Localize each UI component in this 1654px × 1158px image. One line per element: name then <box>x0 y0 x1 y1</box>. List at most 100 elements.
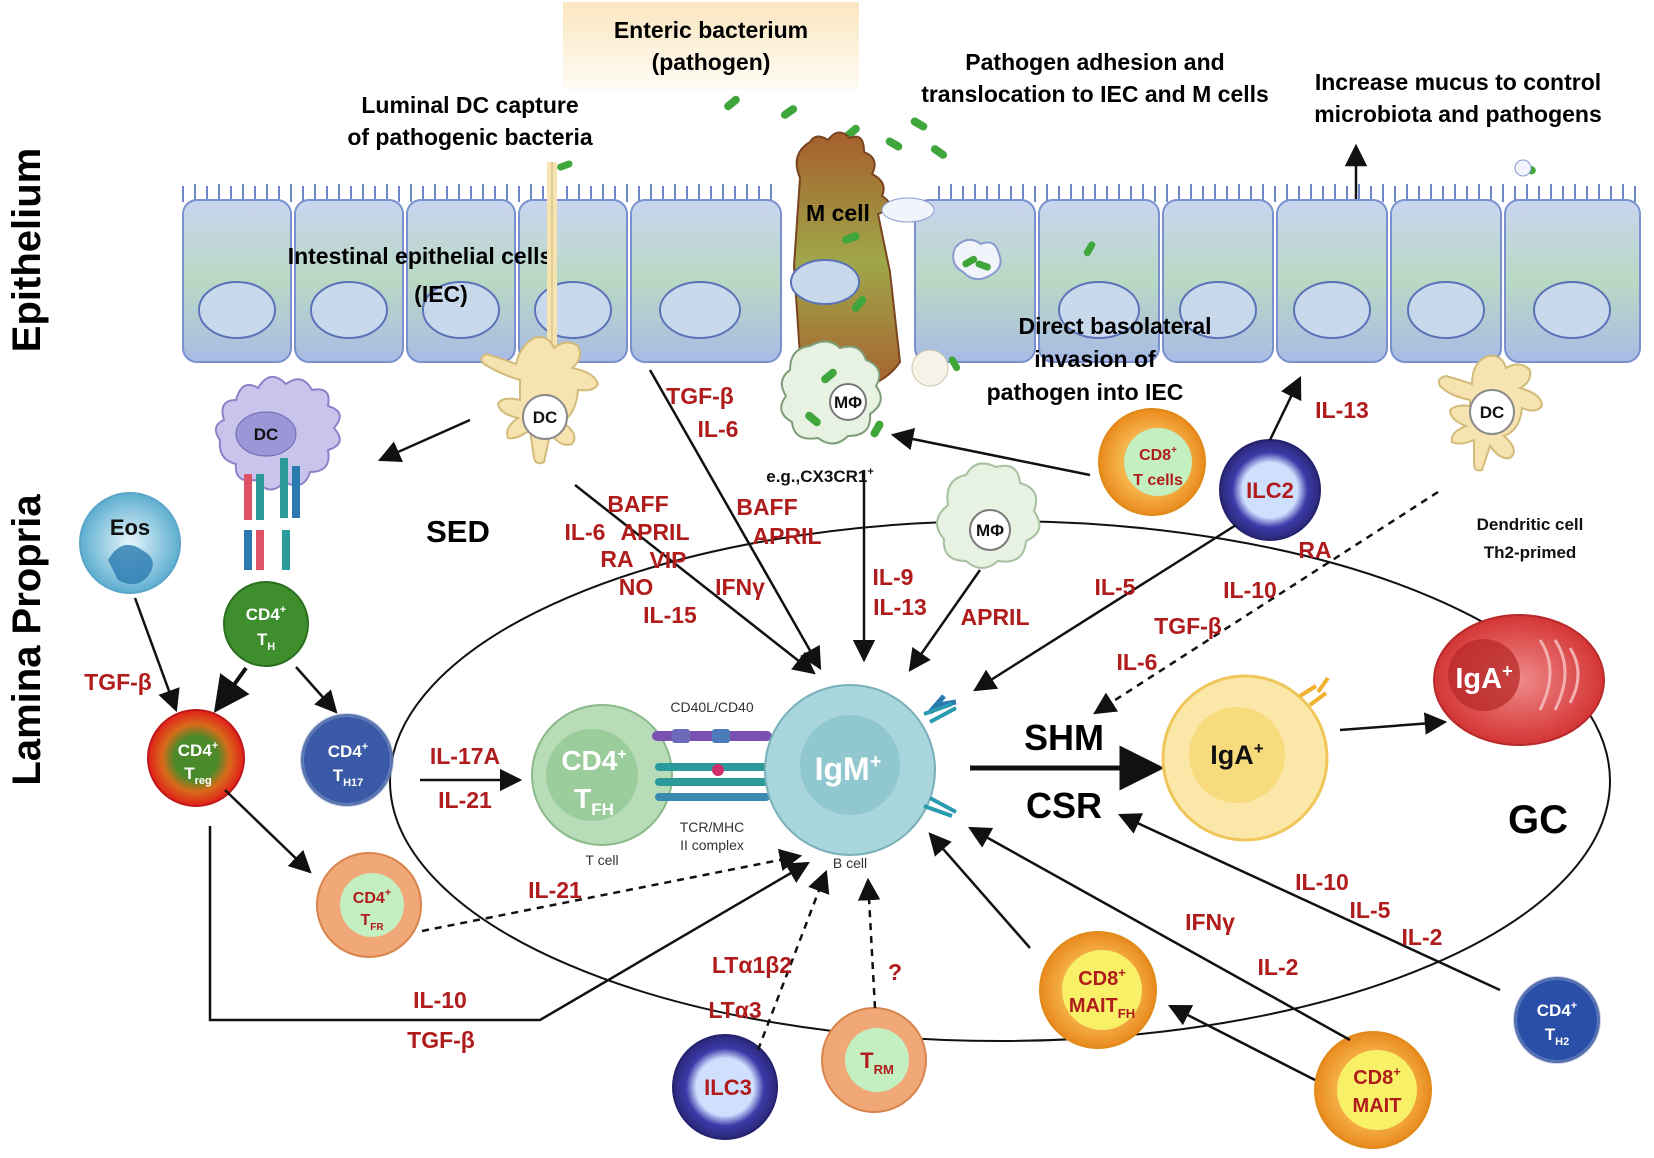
cytokine-baff-1: BAFF <box>607 491 668 517</box>
cytokine-tgfb-4: TGF-β <box>407 1027 475 1053</box>
cytokine-april-1: APRIL <box>621 519 690 545</box>
iga-plasma-label: IgA+ <box>1455 661 1512 695</box>
enteric-banner <box>563 2 859 90</box>
cd8-t-cells <box>1098 408 1206 516</box>
macrophage-epithelial <box>780 340 884 445</box>
cd8-mait-fh-cell <box>1039 931 1157 1049</box>
tfr-label: CD4+ <box>353 887 391 907</box>
cytokine-il10-2: IL-10 <box>413 987 467 1013</box>
trm-label: TRM <box>860 1048 894 1077</box>
sed-label: SED <box>426 514 490 549</box>
cd40-tcr-complex <box>652 729 772 801</box>
iec-caption-2: (IEC) <box>414 281 468 307</box>
tfr-sub: TFR <box>360 912 384 933</box>
cytokine-ifng-1: IFNγ <box>715 574 765 600</box>
th2-dc-label: DC <box>1480 403 1505 422</box>
treg-sub: Treg <box>184 764 212 787</box>
mait-label: CD8+ <box>1353 1064 1401 1089</box>
th17-cell <box>300 713 394 807</box>
iga-label: IgA+ <box>1210 739 1264 770</box>
cd4-th-cell <box>223 581 309 667</box>
igm-b-cell <box>764 684 957 856</box>
adhesion-caption-1: Pathogen adhesion and <box>965 49 1224 75</box>
macrophage-lp-label: MΦ <box>976 521 1004 540</box>
th2-dc-caption-2: Th2-primed <box>1484 543 1577 562</box>
m-cell <box>790 131 961 394</box>
macrophage-epithelial-label: MΦ <box>834 393 862 412</box>
tfh-sub: TFH <box>574 783 614 819</box>
cd40-caption: CD40L/CD40 <box>670 699 753 715</box>
cytokine-april-2: APRIL <box>753 523 822 549</box>
ilc3-label: ILC3 <box>704 1075 752 1100</box>
macrophage-lp <box>936 462 1041 569</box>
th2-dc <box>1437 354 1544 472</box>
mucus-caption-2: microbiota and pathogens <box>1314 101 1602 127</box>
purple-dc <box>214 376 341 570</box>
lamina-propria-label: Lamina Propria <box>5 494 49 786</box>
luminal-dc-label: DC <box>533 408 558 427</box>
gc-label: GC <box>1508 798 1568 842</box>
iga-plasma-cell <box>1433 614 1605 746</box>
cx3cr1-caption: e.g.,CX3CR1+ <box>766 466 874 486</box>
adhesion-caption-2: translocation to IEC and M cells <box>921 81 1269 107</box>
cytokine-lta3: LTα3 <box>708 997 761 1023</box>
m-cell-label: M cell <box>806 200 870 226</box>
cytokine-il2-1: IL-2 <box>1258 954 1299 980</box>
tfr-cell <box>316 852 422 958</box>
cytokine-question: ? <box>888 959 902 985</box>
mait-fh-sub: MAITFH <box>1069 995 1135 1021</box>
ilc2-label: ILC2 <box>1246 478 1294 503</box>
cytokine-baff-2: BAFF <box>736 494 797 520</box>
cd8-mait-cell <box>1314 1031 1432 1149</box>
luminal-caption-1: Luminal DC capture <box>361 92 578 118</box>
tfh-cell <box>531 704 673 846</box>
cytokine-il13-1: IL-13 <box>873 594 927 620</box>
cytokine-il2-2: IL-2 <box>1402 924 1443 950</box>
iga-b-cell <box>1161 674 1330 842</box>
arrows <box>133 369 1501 1082</box>
eosinophil-label: Eos <box>110 515 150 540</box>
cytokine-il10-1: IL-10 <box>1223 577 1277 603</box>
tcr-caption-2: II complex <box>680 837 744 853</box>
cd8-t-cells-sub: T cells <box>1133 472 1183 489</box>
cytokine-il6-2: IL-6 <box>565 519 606 545</box>
luminal-dc <box>480 160 600 465</box>
shm-label: SHM <box>1024 717 1104 758</box>
cytokine-ra-1: RA <box>600 546 633 572</box>
th2-sub: TH2 <box>1545 1025 1569 1048</box>
trm-cell <box>821 1007 927 1113</box>
cytokine-tgfb-1: TGF-β <box>666 383 734 409</box>
igm-label: IgM+ <box>815 751 882 787</box>
epithelial-layer <box>182 159 1641 363</box>
b-cell-caption: B cell <box>833 855 867 871</box>
th17-sub: TH17 <box>333 766 364 789</box>
basolateral-caption-2: invasion of <box>1034 346 1156 372</box>
basolateral-caption-3: pathogen into IEC <box>987 379 1184 405</box>
cytokine-ra-2: RA <box>1298 537 1331 563</box>
cytokine-il21-1: IL-21 <box>438 787 492 813</box>
cytokine-vip: VIP <box>649 547 686 573</box>
treg-cell <box>147 709 245 807</box>
cytokine-il6-3: IL-6 <box>1117 649 1158 675</box>
cytokine-il5-2: IL-5 <box>1350 897 1391 923</box>
cytokine-il21-2: IL-21 <box>528 877 582 903</box>
cytokine-il6-1: IL-6 <box>698 416 739 442</box>
mait-fh-label: CD8+ <box>1078 965 1126 990</box>
basolateral-caption-1: Direct basolateral <box>1018 313 1211 339</box>
th2-label: CD4+ <box>1537 1000 1577 1020</box>
treg-label: CD4+ <box>178 740 218 760</box>
cd4-th2-cell <box>1513 976 1601 1064</box>
cytokine-labels: TGF-β IL-6 BAFF APRIL VIP IFNγ IL-6 RA N… <box>84 383 1442 1053</box>
cytokine-ifng-2: IFNγ <box>1185 909 1235 935</box>
cytokine-il9: IL-9 <box>873 564 914 590</box>
eosinophil <box>79 492 181 594</box>
purple-dc-label: DC <box>254 425 279 444</box>
csr-label: CSR <box>1026 785 1102 826</box>
cytokine-il17a: IL-17A <box>430 743 500 769</box>
tfh-label: CD4+ <box>561 745 626 776</box>
epithelium-label: Epithelium <box>5 148 49 352</box>
luminal-caption-2: of pathogenic bacteria <box>347 124 593 150</box>
dashed-arrows <box>421 490 1439 1051</box>
cytokine-april-3: APRIL <box>961 604 1030 630</box>
